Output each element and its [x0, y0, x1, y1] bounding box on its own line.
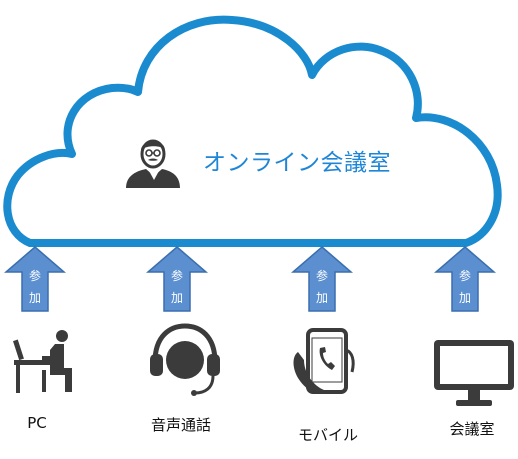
join-arrow-3 — [290, 246, 354, 312]
smartphone-call-icon — [293, 328, 355, 394]
client-label-pc: PC — [27, 414, 47, 432]
monitor-icon — [434, 340, 514, 406]
cloud-shape — [3, 15, 502, 247]
cloud-title: オンライン会議室 — [203, 150, 391, 176]
arrow-4-label-line1: 参 — [458, 269, 472, 283]
client-label-meeting-room: 会議室 — [449, 420, 495, 438]
client-label-voice: 音声通話 — [150, 416, 212, 434]
arrow-3-label-line2: 加 — [315, 291, 329, 305]
join-arrow-4 — [433, 246, 497, 312]
arrow-1-label-line1: 参 — [28, 269, 42, 283]
arrow-4-label-line2: 加 — [458, 291, 472, 305]
arrow-2-label-line1: 参 — [170, 269, 184, 283]
arrow-3-label-line1: 参 — [315, 269, 329, 283]
arrow-2-label-line2: 加 — [170, 291, 184, 305]
client-label-mobile: モバイル — [297, 426, 359, 444]
join-arrow-2 — [145, 246, 209, 312]
headset-icon — [150, 323, 220, 396]
arrow-1-label-line2: 加 — [28, 291, 42, 305]
join-arrow-1 — [3, 246, 67, 312]
meeting-host-icon — [126, 139, 180, 188]
desk-user-icon — [13, 330, 72, 393]
